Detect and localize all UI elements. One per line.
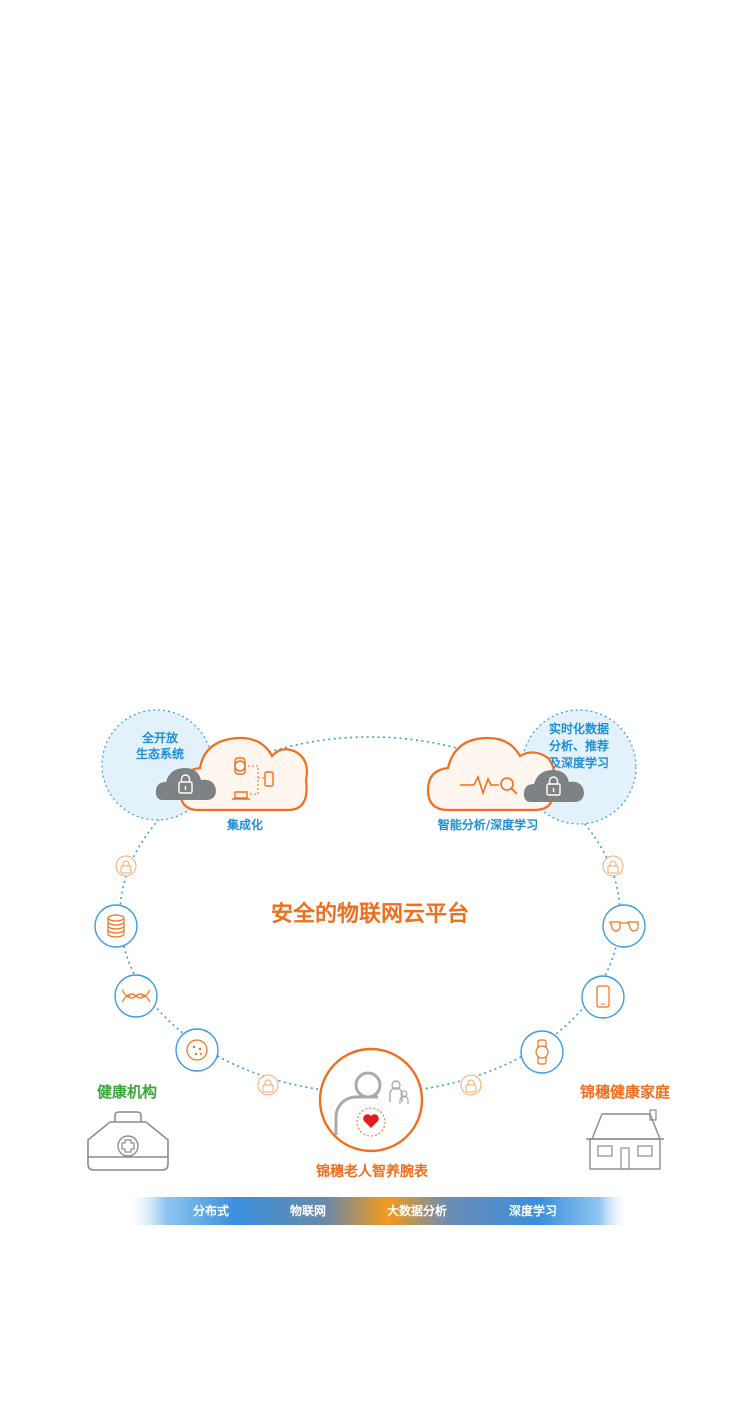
security-cloud-icon <box>155 768 216 800</box>
lock-icon <box>257 1074 279 1096</box>
security-cloud-icon <box>523 770 584 802</box>
dna-icon <box>114 974 158 1018</box>
tech-item-distributed: 分布式 <box>193 1203 229 1218</box>
cell-icon <box>175 1028 219 1072</box>
lock-icon <box>115 855 137 877</box>
watch-icon <box>520 1030 564 1074</box>
elder-person-icon <box>318 1047 424 1153</box>
realtime-line2: 分析、推荐 <box>549 738 609 753</box>
center-person-label: 锦穗老人智养腕表 <box>316 1163 429 1180</box>
institution-label: 健康机构 <box>97 1083 157 1101</box>
analysis-label: 智能分析/深度学习 <box>437 817 538 832</box>
house-icon <box>586 1109 664 1170</box>
realtime-line1: 实时化数据 <box>549 721 609 736</box>
tech-bar <box>125 1197 630 1225</box>
open-ecosystem-line1: 全开放 <box>141 730 179 745</box>
realtime-line3: 及深度学习 <box>549 755 609 770</box>
medical-bag-icon <box>87 1111 169 1171</box>
tech-item-bigdata: 大数据分析 <box>387 1203 447 1218</box>
open-ecosystem-line2: 生态系统 <box>136 746 184 761</box>
glasses-icon <box>602 904 646 948</box>
integration-label: 集成化 <box>226 817 263 832</box>
coins-icon <box>94 904 138 948</box>
tech-item-iot: 物联网 <box>290 1203 326 1218</box>
lock-icon <box>602 855 624 877</box>
home-label: 锦穗健康家庭 <box>580 1083 671 1101</box>
tech-item-deeplearning: 深度学习 <box>509 1203 557 1218</box>
center-title: 安全的物联网云平台 <box>271 901 469 927</box>
lock-icon <box>460 1074 482 1096</box>
phone-icon <box>581 975 625 1019</box>
